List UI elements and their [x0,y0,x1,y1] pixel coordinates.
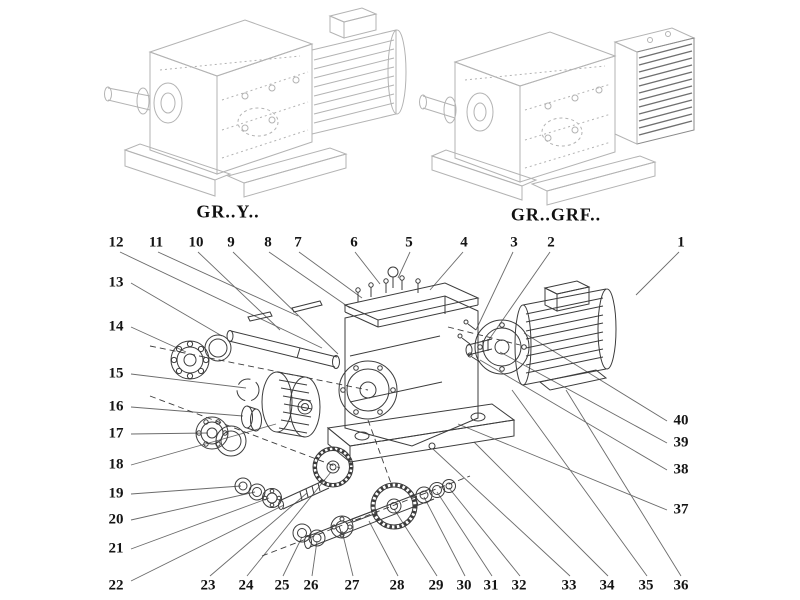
callout-33: 33 [561,577,577,594]
gearmotor-gr-grf-drawing [419,27,696,206]
callout-25: 25 [274,577,290,594]
callout-10: 10 [188,234,204,251]
intermediate-pinion-assembly [234,446,354,510]
callout-24: 24 [238,577,254,594]
callout-11: 11 [148,234,164,251]
callout-37: 37 [673,501,689,518]
callout-27: 27 [344,577,360,594]
cover-bolts [355,266,421,302]
callout-35: 35 [638,577,654,594]
motor [457,280,617,391]
variant-title-gr-grf: GR..GRF.. [510,204,602,225]
callout-4: 4 [460,234,468,251]
callout-40: 40 [673,412,689,429]
callout-2: 2 [547,234,555,251]
callout-30: 30 [456,577,472,594]
callout-21: 21 [108,540,124,557]
callout-31: 31 [483,577,499,594]
callout-7: 7 [294,234,302,251]
callout-3: 3 [510,234,518,251]
assembly-axes [149,326,521,557]
callout-32: 32 [511,577,527,594]
callout-20: 20 [108,511,124,528]
callout-18: 18 [108,456,124,473]
eye-bolt [387,266,399,278]
gearmotor-gr-y-drawing [104,7,407,198]
leader-lines [119,251,682,582]
callout-22: 22 [108,577,124,594]
output-shaft-assembly [292,479,456,549]
callout-13: 13 [108,274,124,291]
callout-17: 17 [108,425,124,442]
callout-36: 36 [673,577,689,594]
callout-5: 5 [405,234,413,251]
callout-15: 15 [108,365,124,382]
input-shaft-assembly [170,300,340,457]
callout-14: 14 [108,318,124,335]
callout-39: 39 [673,434,689,451]
callout-38: 38 [673,461,689,478]
exploded-view-drawing [149,266,617,557]
callout-6: 6 [350,234,358,251]
callout-1: 1 [677,234,685,251]
callout-8: 8 [264,234,272,251]
variant-title-gr-y: GR..Y.. [196,201,260,222]
callout-12: 12 [108,234,124,251]
callout-19: 19 [108,485,124,502]
callout-29: 29 [428,577,444,594]
callout-23: 23 [200,577,216,594]
callout-9: 9 [227,234,235,251]
big-gear [261,371,321,438]
callout-28: 28 [389,577,405,594]
callout-26: 26 [303,577,319,594]
callout-34: 34 [599,577,615,594]
callout-16: 16 [108,398,124,415]
housing [326,266,516,464]
